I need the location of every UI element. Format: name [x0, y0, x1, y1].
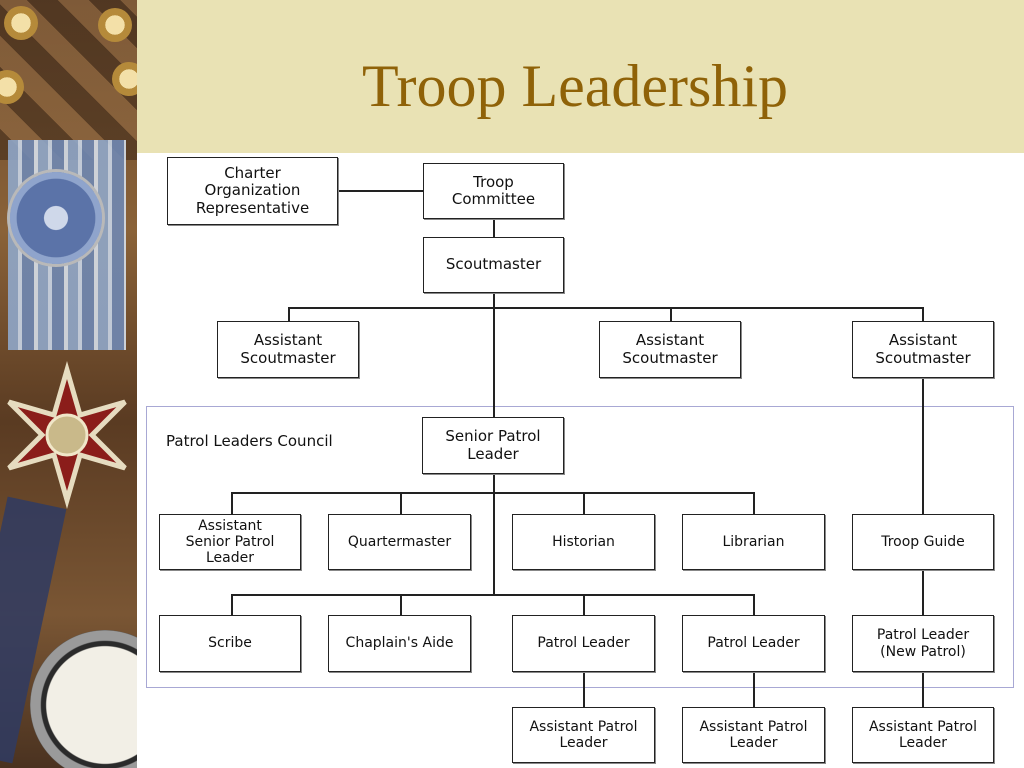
assistant-scoutmaster-box: Assistant Scoutmaster: [852, 321, 994, 378]
connector-line: [231, 492, 233, 514]
librarian-box: Librarian: [682, 514, 825, 570]
connector-line: [288, 307, 290, 321]
connector-line: [493, 293, 495, 417]
connector-line: [338, 190, 423, 192]
quartermaster-box: Quartermaster: [328, 514, 471, 570]
assistant-senior-patrol-leader-box: Assistant Senior Patrol Leader: [159, 514, 301, 570]
brass-button-icon: [98, 8, 132, 42]
patrol-leaders-council-label: Patrol Leaders Council: [166, 432, 333, 450]
patrol-leader-box: Patrol Leader: [512, 615, 655, 672]
maltese-cross-medal-icon: [7, 360, 127, 510]
chaplains-aide-box: Chaplain's Aide: [328, 615, 471, 672]
connector-line: [922, 378, 924, 514]
troop-guide-box: Troop Guide: [852, 514, 994, 570]
connector-line: [400, 492, 402, 514]
connector-line: [753, 672, 755, 707]
rosette-icon: [10, 172, 102, 264]
connector-line: [922, 672, 924, 707]
patrol-leader-box: Patrol Leader: [682, 615, 825, 672]
title-band: [137, 0, 1024, 153]
connector-line: [288, 307, 923, 309]
connector-line: [583, 672, 585, 707]
historian-box: Historian: [512, 514, 655, 570]
page-title: Troop Leadership: [361, 53, 789, 119]
connector-line: [231, 594, 233, 615]
connector-line: [583, 492, 585, 514]
assistant-patrol-leader-box: Assistant Patrol Leader: [682, 707, 825, 763]
scribe-box: Scribe: [159, 615, 301, 672]
patrol-leader-new-patrol-box: Patrol Leader (New Patrol): [852, 615, 994, 672]
decorative-medal-collage: [0, 0, 137, 768]
brass-button-icon: [112, 62, 137, 96]
charter-org-rep-box: Charter Organization Representative: [167, 157, 338, 225]
connector-line: [231, 492, 754, 494]
assistant-patrol-leader-box: Assistant Patrol Leader: [852, 707, 994, 763]
compass-icon: [30, 630, 137, 768]
assistant-patrol-leader-box: Assistant Patrol Leader: [512, 707, 655, 763]
connector-line: [400, 594, 402, 615]
connector-line: [493, 474, 495, 595]
connector-line: [753, 492, 755, 514]
connector-line: [583, 594, 585, 615]
assistant-scoutmaster-box: Assistant Scoutmaster: [217, 321, 359, 378]
scoutmaster-box: Scoutmaster: [423, 237, 564, 293]
connector-line: [753, 594, 755, 615]
troop-committee-box: Troop Committee: [423, 163, 564, 219]
connector-line: [231, 594, 754, 596]
connector-line: [922, 307, 924, 321]
brass-button-icon: [4, 6, 38, 40]
connector-line: [670, 307, 672, 321]
connector-line: [922, 570, 924, 615]
patrol-leaders-council-frame: [146, 406, 1014, 688]
connector-line: [493, 219, 495, 237]
assistant-scoutmaster-box: Assistant Scoutmaster: [599, 321, 741, 378]
senior-patrol-leader-box: Senior Patrol Leader: [422, 417, 564, 474]
